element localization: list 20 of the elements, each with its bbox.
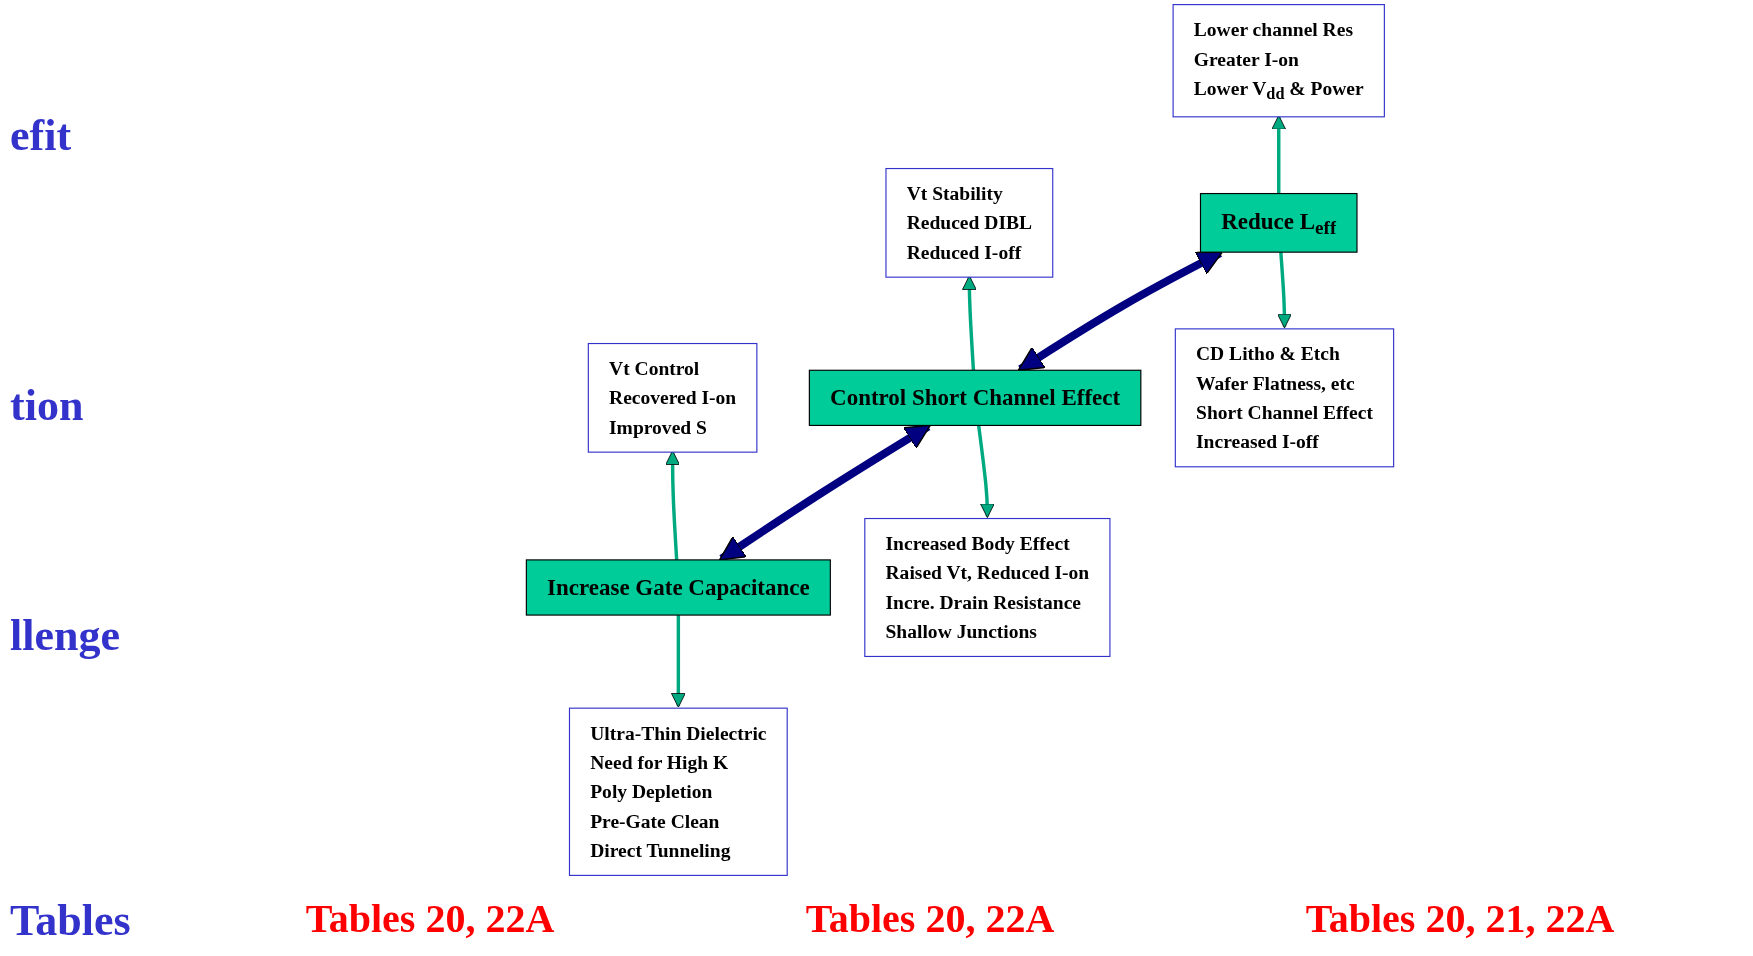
node-box: Reduce L$_{eff}$	[1199, 192, 1358, 253]
arrow	[1277, 252, 1292, 329]
node-box: Lower channel Res Greater I-on Lower V$_{dd}$ & Power	[1172, 4, 1385, 118]
row-label: tion	[10, 380, 84, 431]
arrow	[976, 425, 995, 518]
node-box: Control Short Channel Effect	[808, 369, 1142, 426]
node-box: CD Litho & Etch Wafer Flatness, etc Short Channel Effect Increased I-off	[1174, 328, 1395, 468]
row-label: llenge	[10, 610, 120, 661]
node-box: Increased Body Effect Raised Vt, Reduced I-on Incre. Drain Resistance Shallow Junctions	[864, 517, 1111, 658]
node-box: Increase Gate Capacitance	[525, 559, 831, 616]
arrow	[671, 615, 686, 708]
node-box: Vt Stability Reduced DIBL Reduced I-off	[885, 167, 1054, 278]
node-box: Ultra-Thin Dielectric Need for High K Poly Depletion Pre-Gate Clean Direct Tunneling	[568, 707, 788, 876]
table-reference: Tables 20, 22A	[305, 895, 555, 942]
table-reference: Tables 20, 21, 22A	[1305, 895, 1615, 942]
table-reference: Tables 20, 22A	[805, 895, 1055, 942]
node-box: Vt Control Recovered I-on Improved S	[587, 342, 758, 453]
arrow	[1271, 115, 1287, 194]
row-label: efit	[10, 110, 72, 161]
row-label: Tables	[10, 895, 131, 946]
